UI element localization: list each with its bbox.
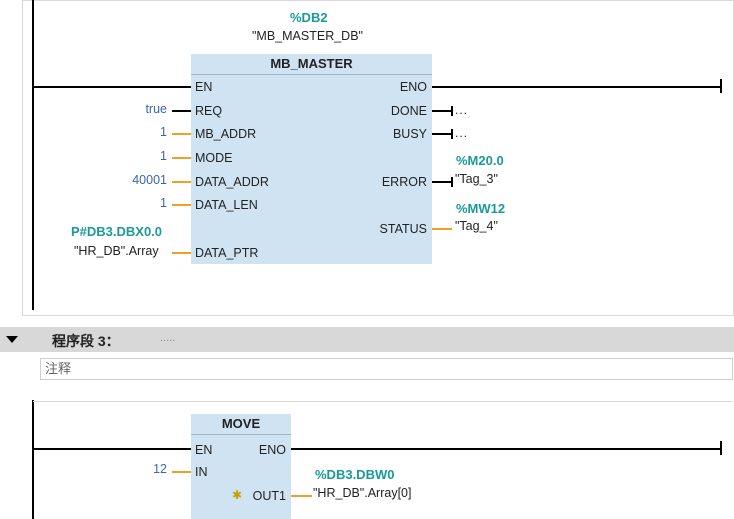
pin-req: REQ [195,104,223,118]
network-3-header[interactable]: 程序段 3： ..... [0,327,734,352]
move-pin-eno: ENO [258,443,286,457]
pin-data-len: DATA_LEN [195,198,258,212]
move-pin-en: EN [195,443,213,457]
error-stub [451,177,453,187]
error-wire [432,181,452,183]
move-title: MOVE [191,414,291,435]
mb-addr-value[interactable]: 1 [160,125,167,139]
move-out1-tag[interactable]: "HR_DB".Array[0] [313,486,412,500]
status-address[interactable]: %MW12 [456,201,506,216]
network-3-title: 程序段 3： [52,333,120,349]
data-ptr-tag[interactable]: "HR_DB".Array [74,244,159,258]
pin-error: ERROR [381,175,427,189]
move-en-wire [33,448,191,450]
done-wire [432,110,452,112]
network-3-comment[interactable]: 注释 [40,358,733,380]
eno-wire [432,86,720,88]
pin-busy: BUSY [392,127,427,141]
busy-wire [432,133,452,135]
mb-addr-wire [172,133,191,135]
instance-db-name[interactable]: "MB_MASTER_DB" [252,29,363,43]
pin-eno: ENO [399,80,427,94]
busy-stub [451,129,453,139]
pin-en: EN [195,80,213,94]
network-3-subtitle: ..... [160,332,176,344]
pin-data-addr: DATA_ADDR [195,175,269,189]
move-pin-out1: OUT1 [252,489,286,503]
status-wire [432,228,452,230]
power-rail-right-3 [720,441,722,455]
instance-db-address[interactable]: %DB2 [290,10,328,25]
move-in-wire [172,471,191,473]
error-tag[interactable]: "Tag_3" [455,172,498,186]
status-tag[interactable]: "Tag_4" [455,219,498,233]
pin-done: DONE [390,104,427,118]
mode-value[interactable]: 1 [160,149,167,163]
done-stub [451,106,453,116]
data-addr-value[interactable]: 40001 [132,173,167,187]
pin-status: STATUS [379,222,427,236]
mb-master-title: MB_MASTER [191,54,432,75]
collapse-triangle-icon[interactable] [6,336,18,343]
pin-mode: MODE [195,151,233,165]
pin-mb-addr: MB_ADDR [195,127,257,141]
power-rail-right [720,79,722,93]
power-rail-left-3 [32,400,34,519]
data-len-value[interactable]: 1 [160,196,167,210]
data-ptr-wire [172,252,191,254]
done-value[interactable]: ... [455,103,469,117]
pin-data-ptr: DATA_PTR [195,246,259,260]
move-out1-wire [291,495,312,497]
move-block[interactable]: MOVE EN ENO IN OUT1 ✱ [191,414,291,519]
network-3-top-border [33,401,733,402]
data-len-wire [172,204,191,206]
en-wire [33,86,191,88]
move-in-value[interactable]: 12 [153,462,167,476]
move-eno-wire [291,448,720,450]
req-value[interactable]: true [145,102,167,116]
mode-wire [172,157,191,159]
move-pin-in: IN [195,465,208,479]
move-out1-address[interactable]: %DB3.DBW0 [315,467,395,482]
mb-master-block[interactable]: MB_MASTER EN REQ MB_ADDR MODE DATA_ADDR … [191,54,432,264]
req-wire [172,110,191,112]
data-ptr-address[interactable]: P#DB3.DBX0.0 [71,224,163,239]
power-rail-left [32,0,34,310]
add-output-icon[interactable]: ✱ [232,488,243,502]
data-addr-wire [172,181,191,183]
error-address[interactable]: %M20.0 [456,153,504,168]
busy-value[interactable]: ... [455,126,469,140]
